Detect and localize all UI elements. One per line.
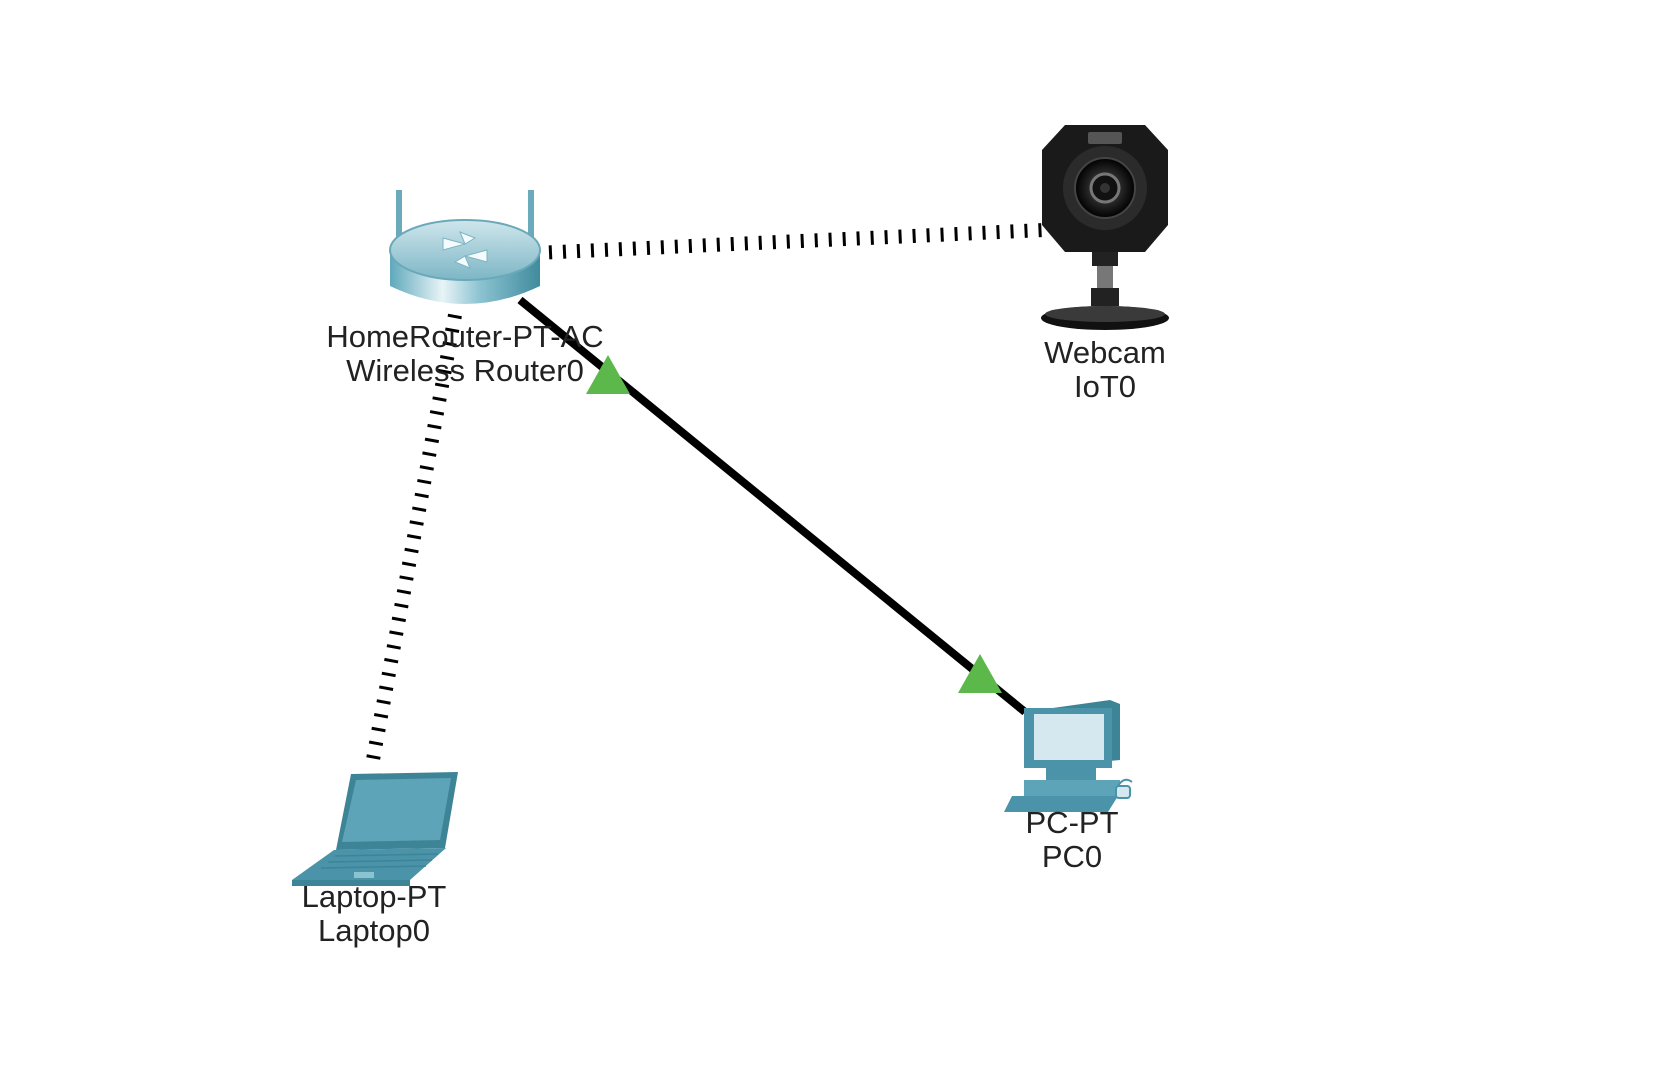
desktop-pc-icon[interactable]	[1004, 700, 1133, 812]
router-name: Wireless Router0	[346, 353, 584, 388]
webcam-name: IoT0	[1073, 369, 1137, 404]
laptop-label: Laptop-PT Laptop0	[302, 880, 447, 948]
pc-model: PC-PT	[1025, 805, 1119, 840]
webcam-icon[interactable]	[1041, 125, 1169, 330]
webcam-model: Webcam	[1044, 335, 1166, 370]
wireless-router-icon[interactable]	[389, 190, 541, 304]
pc-label: PC-PT PC0	[1026, 806, 1119, 874]
link-status-up-pc	[958, 654, 1002, 693]
laptop-name: Laptop0	[317, 913, 431, 948]
links-layer	[365, 223, 1046, 767]
laptop-icon[interactable]	[292, 772, 458, 886]
pc-name: PC0	[1041, 839, 1103, 874]
router-label: HomeRouter-PT-AC Wireless Router0	[326, 320, 603, 388]
wireless-link-router-webcam[interactable]	[534, 223, 1046, 260]
link-status-up-router	[586, 355, 630, 394]
webcam-label: Webcam IoT0	[1044, 336, 1166, 404]
laptop-model: Laptop-PT	[301, 879, 447, 914]
router-model: HomeRouter-PT-AC	[326, 319, 604, 354]
